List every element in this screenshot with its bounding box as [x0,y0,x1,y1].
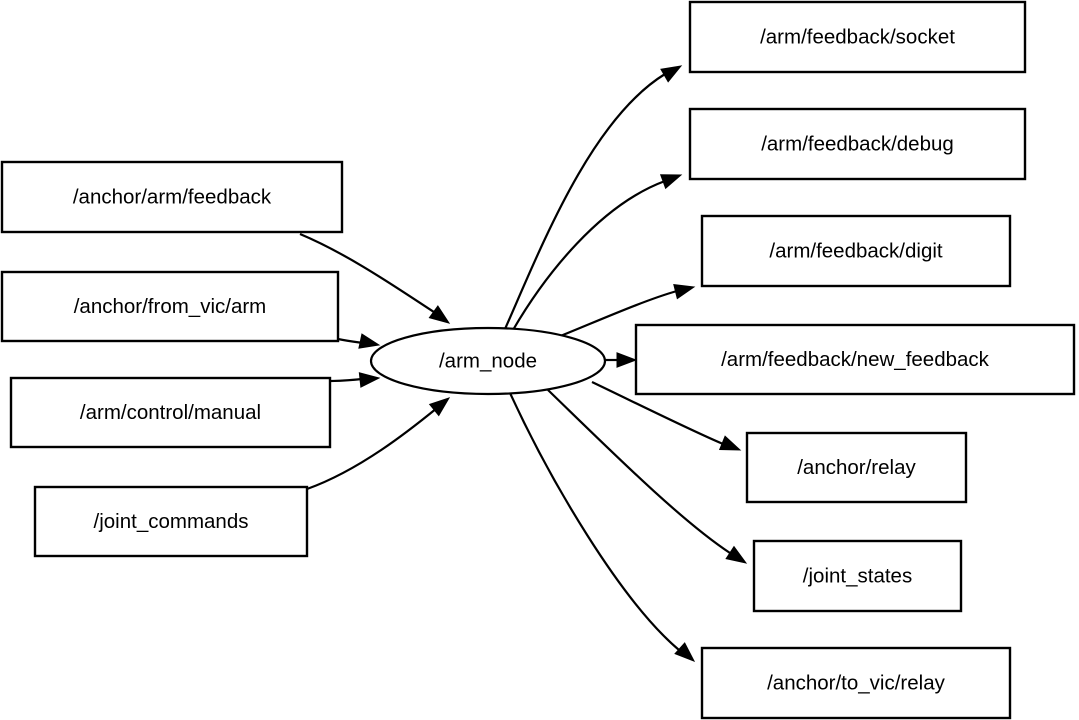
edge-line [557,289,678,339]
topic-label: /arm/feedback/socket [760,25,955,48]
outgoing-edge-5 [547,389,748,564]
incoming-edge-2 [329,372,381,388]
topic-box[interactable] [688,0,1027,74]
topic-label: /anchor/relay [797,456,916,479]
outgoing-edge-2 [557,284,696,339]
edge-line [337,337,364,345]
incoming-edge-3 [306,397,451,491]
topic-label: /joint_states [803,564,912,587]
subscriber-topic-node-1[interactable]: /arm/feedback/debug [688,107,1027,181]
node-ellipse[interactable] [369,326,607,396]
edge-line [591,381,724,446]
subscriber-topic-node-3[interactable]: /arm/feedback/new_feedback [634,323,1076,396]
topic-label: /anchor/from_vic/arm [74,295,267,318]
topic-label: /anchor/to_vic/relay [767,671,946,694]
arrow-head-icon [659,174,683,190]
center-node-label: /arm_node [439,349,537,372]
topic-box[interactable] [700,646,1012,720]
topic-box[interactable] [700,214,1012,288]
subscriber-topic-node-5[interactable]: /joint_states [752,539,963,613]
edges-layer [299,65,748,662]
topic-box[interactable] [9,376,332,449]
topic-box[interactable] [0,160,344,234]
topic-label: /arm/feedback/digit [769,239,943,262]
topic-box[interactable] [0,270,340,343]
subscriber-topic-node-0[interactable]: /arm/feedback/socket [688,0,1027,74]
arrow-head-icon [674,642,696,662]
topic-box[interactable] [745,431,968,504]
edge-line [329,377,363,383]
arrow-head-icon [718,435,742,451]
arrow-head-icon [725,545,748,564]
topic-box[interactable] [752,539,963,613]
arrow-head-icon [660,65,683,83]
topic-box[interactable] [634,323,1076,396]
outgoing-edge-4 [591,381,742,451]
outgoing-edge-0 [503,65,683,330]
outgoing-edge-3 [605,352,638,368]
edge-line [306,407,438,491]
arrow-head-icon [616,352,638,368]
subscriber-topic-node-2[interactable]: /arm/feedback/digit [700,214,1012,288]
arrow-head-icon [358,372,381,388]
incoming-edge-1 [337,333,381,349]
arrow-head-icon [358,333,381,349]
edge-line [509,392,680,651]
topic-box[interactable] [33,485,309,558]
subscriber-topic-node-4[interactable]: /anchor/relay [745,431,968,504]
arrow-head-icon [428,305,451,324]
incoming-edge-0 [299,232,451,324]
topic-label: /anchor/arm/feedback [73,185,272,208]
outgoing-edge-1 [512,174,683,331]
publisher-topic-node-0[interactable]: /anchor/arm/feedback [0,160,344,234]
edge-line [503,73,666,330]
arrow-head-icon [673,284,696,300]
topic-label: /arm/control/manual [80,401,261,424]
publisher-topic-node-3[interactable]: /joint_commands [33,485,309,558]
topic-box[interactable] [688,107,1027,181]
arrow-head-icon [428,397,451,417]
publisher-topic-node-1[interactable]: /anchor/from_vic/arm [0,270,340,343]
topic-label: /arm/feedback/new_feedback [721,348,990,371]
center-node[interactable]: /arm_node [369,326,607,396]
subscriber-topic-node-6[interactable]: /anchor/to_vic/relay [700,646,1012,720]
outgoing-edge-6 [509,392,696,662]
topic-label: /joint_commands [94,510,249,533]
edge-line [512,179,666,331]
topic-label: /arm/feedback/debug [761,132,954,155]
edge-line [547,389,731,554]
edge-line [299,232,438,315]
publisher-topic-node-2[interactable]: /arm/control/manual [9,376,332,449]
